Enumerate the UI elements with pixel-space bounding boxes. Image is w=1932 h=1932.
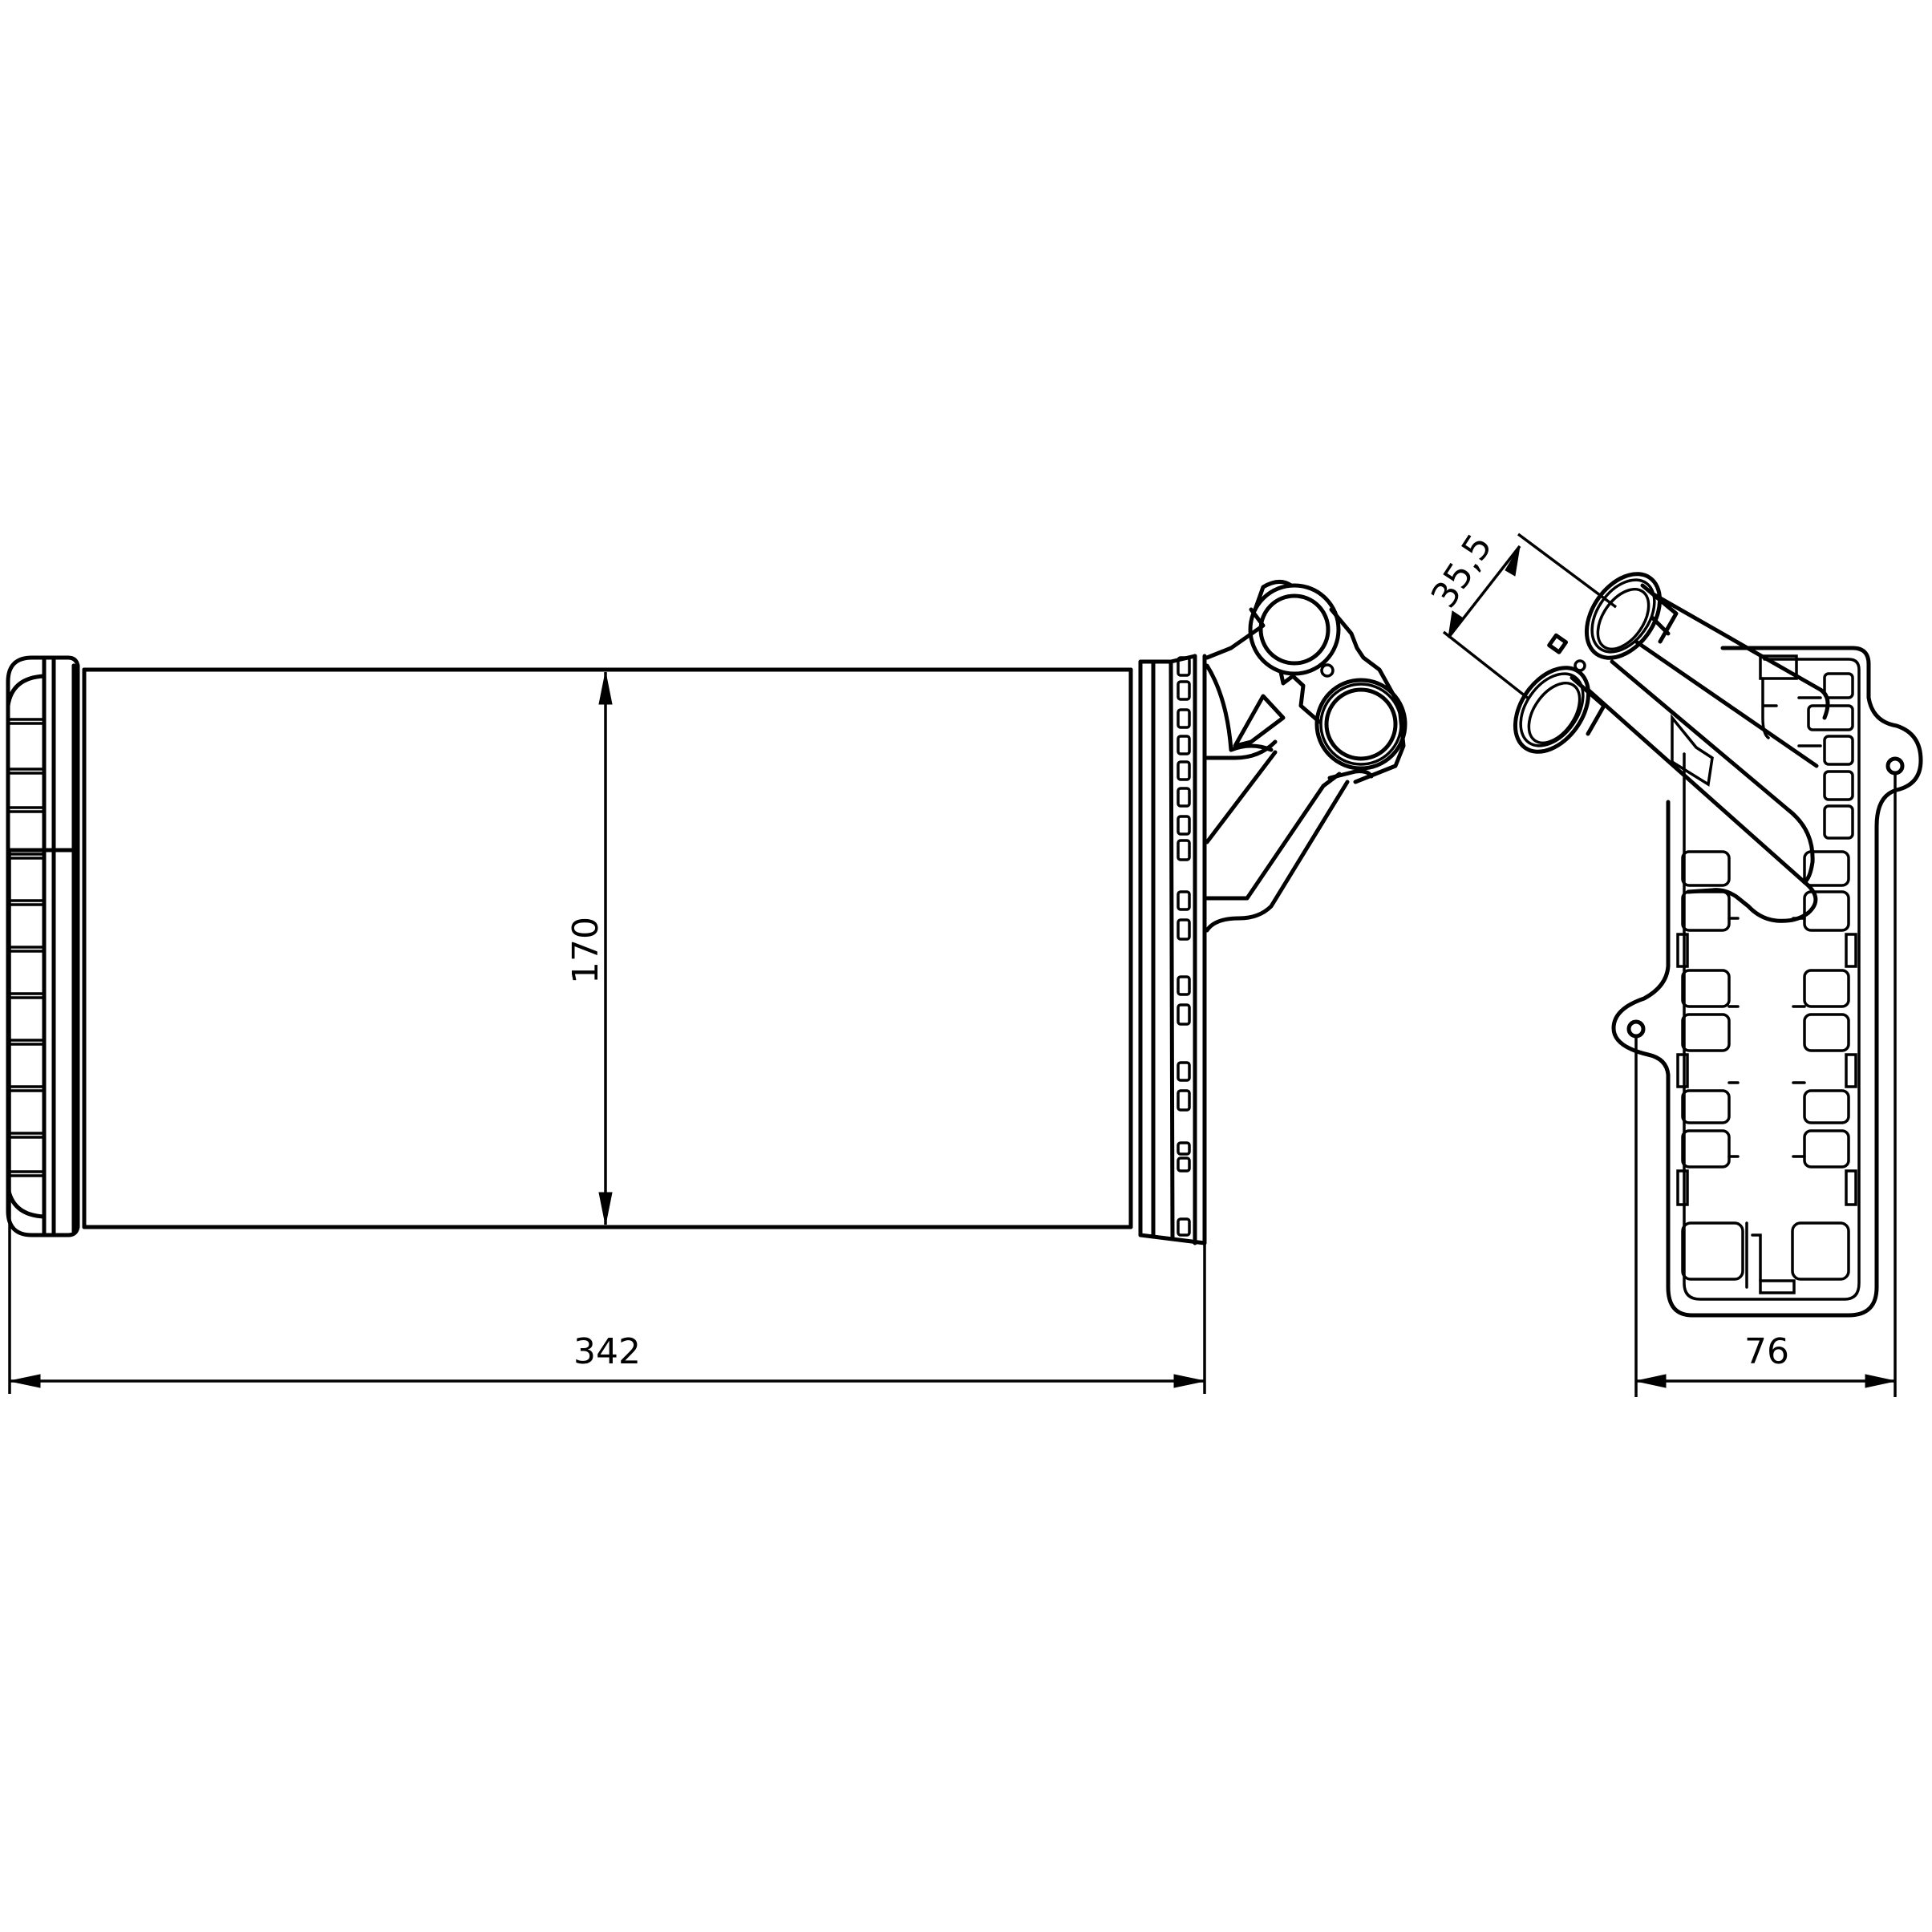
side-left-ribs [1676,850,1744,1281]
dimension-label-35-5: 35,5 [1424,527,1501,615]
right-end-tank [1128,654,1207,1245]
left-end-tank [6,655,87,1237]
right-tank-slots [1177,656,1191,1237]
dimension-76: 76 [1634,773,1897,1397]
lower-pipe [1314,678,1407,771]
dimension-label-342: 342 [573,1331,641,1372]
mounting-hole-lower [1626,1019,1646,1039]
dimension-label-76: 76 [1744,1331,1789,1372]
upper-pipe [1248,580,1341,676]
core-fin-block [82,667,1133,1229]
mounting-hole-upper [1885,756,1905,776]
side-pipes [1513,572,1830,923]
left-tank-ribs [8,718,44,1177]
dimension-170: 170 [565,671,613,1225]
dimension-35-5: 35,5 [1424,527,1618,701]
side-upper-pipe-end [1584,572,1679,660]
side-lower-pipe-end [1513,666,1606,754]
front-view: 170 342 [6,580,1407,1394]
side-right-ribs [1759,654,1857,1281]
side-view: 35,5 76 [1424,527,1923,1397]
bottom-notch [1745,1221,1796,1294]
side-flange-outline [1611,646,1923,1318]
pipe-assembly [1205,580,1407,933]
dimension-label-170: 170 [565,917,606,984]
dimension-342: 342 [8,850,1206,1394]
